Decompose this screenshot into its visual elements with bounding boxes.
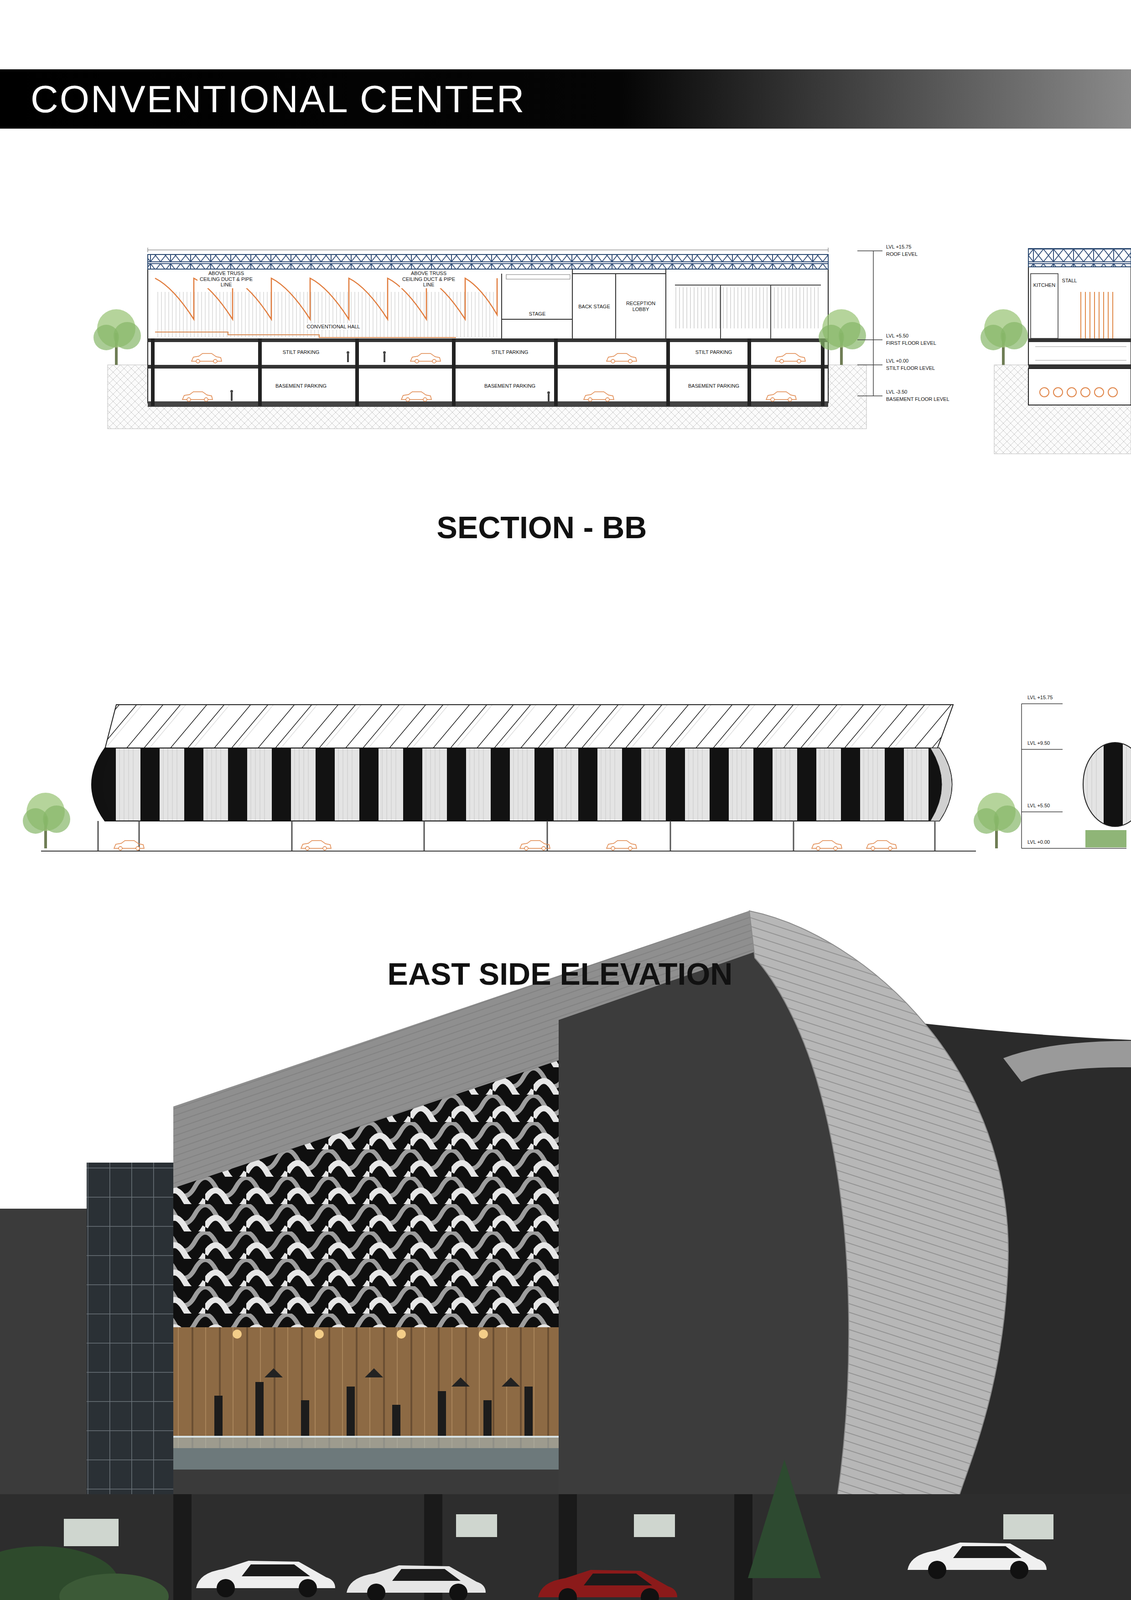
level-mark: ROOF LEVEL bbox=[884, 250, 919, 258]
room-label: KITCHEN bbox=[1032, 281, 1057, 289]
title-holder: CONVENTIONAL CENTER bbox=[30, 79, 526, 119]
level-mark-holder: BASEMENT FLOOR LEVEL bbox=[884, 395, 951, 403]
room-label: RECEPTION LOBBY bbox=[618, 300, 663, 313]
drawing-heading-holder: EAST SIDE ELEVATION bbox=[387, 955, 733, 992]
room-label-holder: KITCHEN bbox=[1032, 281, 1057, 289]
room-label-holder: STILT PARKING bbox=[490, 348, 530, 356]
room-label: STALL bbox=[1060, 277, 1079, 285]
room-label: STILT PARKING bbox=[490, 348, 530, 356]
level-mark: BASEMENT FLOOR LEVEL bbox=[884, 395, 951, 403]
level-mark: LVL +0.00 bbox=[884, 357, 910, 365]
room-label: CONVENTIONAL HALL bbox=[305, 323, 362, 331]
drawing-heading: EAST SIDE ELEVATION bbox=[387, 955, 733, 992]
level-mark-holder: LVL +5.50 bbox=[1026, 802, 1052, 810]
ceiling-note: ABOVE TRUSS CEILING DUCT & PIPE LINE bbox=[399, 269, 458, 289]
room-label: BACK STAGE bbox=[574, 303, 614, 311]
level-mark-holder: LVL +15.75 bbox=[1026, 694, 1054, 701]
room-label-holder: BASEMENT PARKING bbox=[482, 382, 537, 390]
room-label: BASEMENT PARKING bbox=[274, 382, 328, 390]
level-mark: STILT FLOOR LEVEL bbox=[884, 364, 937, 372]
level-mark-holder: FIRST FLOOR LEVEL bbox=[884, 339, 938, 347]
room-label-holder: STAGE bbox=[527, 310, 547, 318]
level-mark: LVL -3.50 bbox=[884, 388, 909, 396]
level-mark-holder: LVL +15.75 bbox=[884, 243, 913, 251]
drawing-heading: SECTION - BB bbox=[436, 509, 648, 545]
room-label-holder: BACK STAGE bbox=[574, 303, 614, 311]
sheet-title: CONVENTIONAL CENTER bbox=[30, 79, 526, 119]
level-mark-holder: LVL +0.00 bbox=[884, 357, 910, 365]
level-mark: FIRST FLOOR LEVEL bbox=[884, 339, 938, 347]
level-mark: LVL +5.50 bbox=[884, 332, 910, 340]
ceiling-note-holder: ABOVE TRUSS CEILING DUCT & PIPE LINE bbox=[197, 269, 255, 289]
level-mark-holder: LVL -3.50 bbox=[884, 388, 909, 396]
room-label-holder: STILT PARKING bbox=[694, 348, 734, 356]
room-label-holder: STALL bbox=[1060, 277, 1079, 285]
room-label: STILT PARKING bbox=[281, 348, 322, 356]
level-mark-holder: LVL +9.50 bbox=[1026, 739, 1052, 747]
level-mark-holder: STILT FLOOR LEVEL bbox=[884, 364, 937, 372]
room-label: BASEMENT PARKING bbox=[686, 382, 741, 390]
level-mark-holder: LVL +0.00 bbox=[1026, 838, 1052, 846]
room-label-holder: CONVENTIONAL HALL bbox=[305, 323, 362, 331]
drawing-heading-holder: SECTION - BB bbox=[436, 509, 648, 545]
level-mark: LVL +15.75 bbox=[884, 243, 913, 251]
level-mark-holder: ROOF LEVEL bbox=[884, 250, 919, 258]
level-mark: LVL +9.50 bbox=[1026, 739, 1052, 747]
room-label: STILT PARKING bbox=[694, 348, 734, 356]
level-mark: LVL +0.00 bbox=[1026, 838, 1052, 846]
level-mark: LVL +5.50 bbox=[1026, 802, 1052, 810]
ceiling-note-holder: ABOVE TRUSS CEILING DUCT & PIPE LINE bbox=[399, 269, 458, 289]
room-label-holder: STILT PARKING bbox=[281, 348, 322, 356]
room-label: BASEMENT PARKING bbox=[482, 382, 537, 390]
room-label-holder: BASEMENT PARKING bbox=[274, 382, 328, 390]
room-label: STAGE bbox=[527, 310, 547, 318]
ceiling-note: ABOVE TRUSS CEILING DUCT & PIPE LINE bbox=[197, 269, 255, 289]
room-label-holder: RECEPTION LOBBY bbox=[618, 300, 663, 313]
room-label-holder: BASEMENT PARKING bbox=[686, 382, 741, 390]
level-mark: LVL +15.75 bbox=[1026, 694, 1054, 701]
level-mark-holder: LVL +5.50 bbox=[884, 332, 910, 340]
